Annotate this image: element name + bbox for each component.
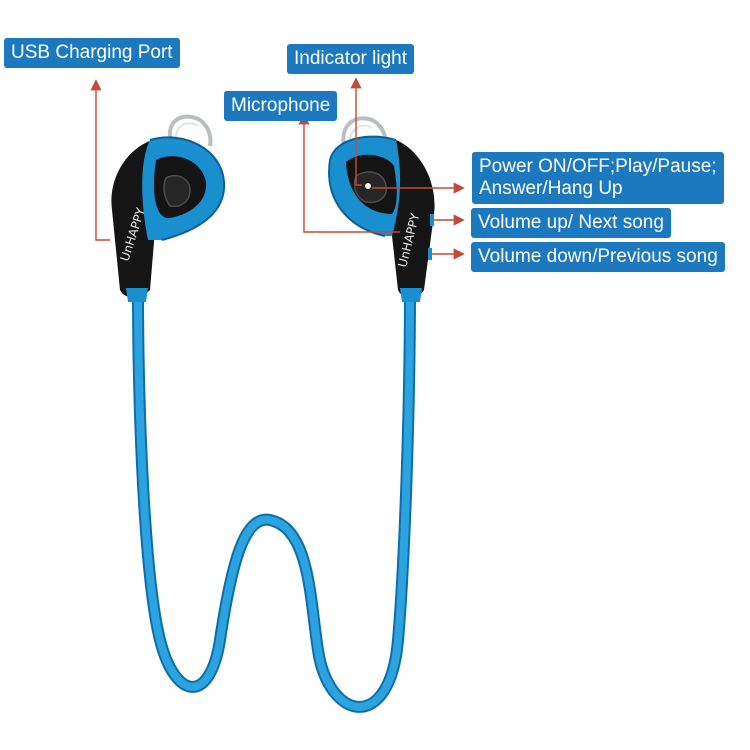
right-shell-rim	[328, 135, 397, 237]
left-ear-hook	[167, 114, 213, 147]
left-shell-rim	[149, 136, 226, 241]
right-ear-hook-inner	[349, 124, 373, 143]
left-earbud: UnHAPPY	[111, 114, 226, 302]
left-teardrop-button	[163, 174, 191, 208]
usb-port-leader	[90, 79, 110, 241]
power-label-line-1: Power ON/OFF;Play/Pause;	[479, 156, 717, 177]
leader-lines	[90, 77, 465, 260]
left-cable-stem	[126, 288, 148, 302]
microphone-leader	[298, 113, 400, 233]
left-ear-hook-inner	[175, 122, 199, 139]
indicator-light-label: Indicator light	[287, 44, 415, 74]
volume-down-label: Volume down/Previous song	[471, 242, 725, 272]
usb-charging-port-label: USB Charging Port	[4, 38, 180, 68]
indicator-leader	[350, 77, 362, 186]
right-shell-black	[392, 140, 435, 298]
cable-highlight	[134, 284, 414, 711]
volume-up-label: Volume up/ Next song	[471, 208, 671, 238]
right-cable-stem	[400, 288, 422, 302]
indicator-light-icon	[365, 183, 371, 189]
cable	[132, 282, 416, 713]
right-earbud: UnHAPPY	[328, 116, 435, 302]
volume-down-key	[428, 248, 432, 260]
power-label-line-2: Answer/Hang Up	[479, 178, 623, 199]
microphone-label: Microphone	[224, 91, 338, 121]
volume-up-key	[430, 214, 434, 226]
power-label: Power ON/OFF;Play/Pause; Answer/Hang Up	[472, 152, 724, 204]
